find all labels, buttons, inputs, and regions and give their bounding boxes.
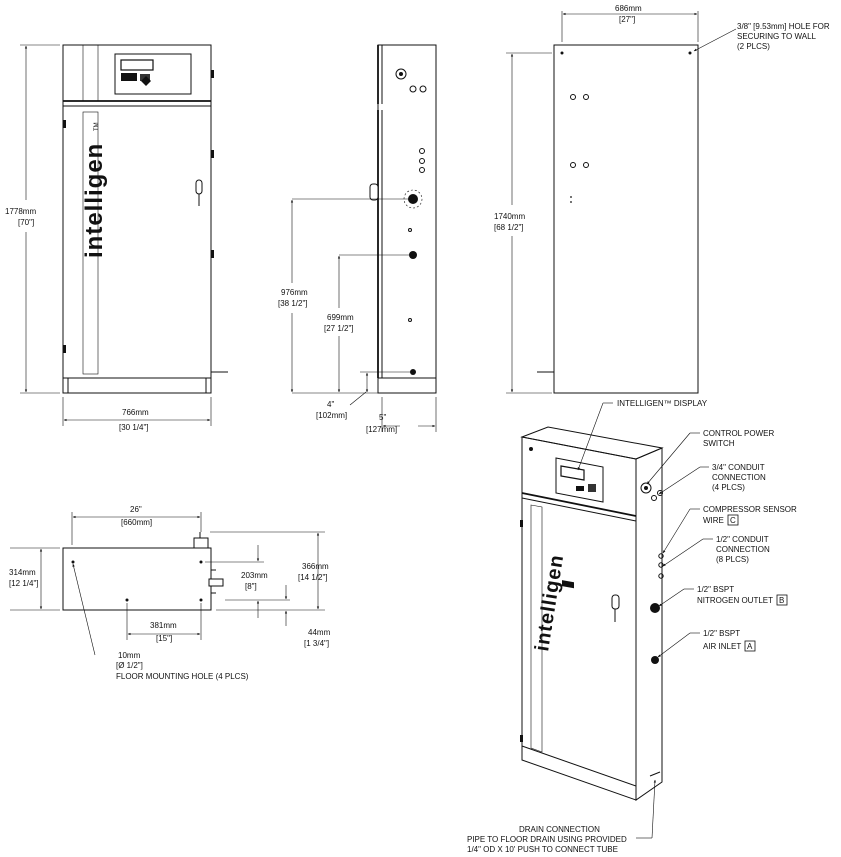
rear-note-line1: 3/8" [9.53mm] HOLE FOR	[737, 22, 830, 31]
front-view: intelligen TM 1778mm [70"] 766mm [30 1/4…	[5, 44, 228, 432]
iso-sensor-box	[727, 514, 739, 526]
top-fitting	[193, 537, 209, 549]
iso-conduit12-label-2: CONNECTION	[716, 545, 770, 554]
iso-drain-label-3: 1/4" OD X 10' PUSH TO CONNECT TUBE	[467, 845, 618, 854]
front-height-in: [70"]	[18, 218, 34, 227]
top-view: 26" [660mm] 314mm [12 1/4"] 366mm [14 1/…	[9, 505, 331, 681]
top-width-mm: [660mm]	[121, 518, 152, 527]
front-width-mm: 766mm	[122, 408, 149, 417]
iso-front-face	[521, 436, 637, 801]
top-edge-mm: 44mm	[308, 628, 331, 637]
side-power-switch	[395, 68, 407, 80]
iso-air-label-2: AIR INLET	[703, 642, 741, 651]
front-display-panel	[114, 53, 192, 95]
iso-drain-label-1: DRAIN CONNECTION	[519, 825, 600, 834]
side-air-inlet	[409, 251, 417, 259]
iso-display-panel	[555, 457, 604, 503]
side-dim4-mm: [127mm]	[366, 425, 397, 434]
top-depth2-mm: 366mm	[302, 562, 329, 571]
iso-conduit34-label-2: CONNECTION	[712, 473, 766, 482]
rear-width-mm: 686mm	[615, 4, 642, 13]
iso-air-inlet	[651, 656, 659, 664]
iso-n2-box	[776, 594, 788, 606]
top-offset-in: [8"]	[245, 582, 257, 591]
side-dim1-mm: 976mm	[281, 288, 308, 297]
iso-sensor-label-1: COMPRESSOR SENSOR	[703, 505, 797, 514]
iso-air-box	[744, 640, 756, 652]
isometric-view: intelligen INTELLIGEN™ DISPLAY CONTROL P…	[467, 399, 797, 854]
front-width-in: [30 1/4"]	[119, 423, 149, 432]
top-edge-in: [1 3/4"]	[304, 639, 329, 648]
side-dim2-mm: 699mm	[327, 313, 354, 322]
rear-note-line2: SECURING TO WALL	[737, 32, 817, 41]
rear-note-line3: (2 PLCS)	[737, 42, 770, 51]
side-nitrogen-outlet	[408, 194, 418, 204]
front-strip-top	[82, 44, 99, 102]
iso-n2-box-letter: B	[779, 596, 784, 605]
iso-conduit12-label-1: 1/2" CONDUIT	[716, 535, 769, 544]
front-display-screen	[120, 59, 154, 71]
rear-width-in: [27"]	[619, 15, 635, 24]
side-cabinet-outline	[377, 44, 437, 394]
iso-air-label-1: 1/2" BSPT	[703, 629, 740, 638]
rear-view: 686mm [27"] 3/8" [9.53mm] HOLE FOR SECUR…	[494, 4, 830, 394]
iso-brand-logo: intelligen	[531, 553, 568, 653]
iso-power-switch	[640, 482, 652, 494]
iso-conduit34-label-1: 3/4" CONDUIT	[712, 463, 765, 472]
iso-power-label-1: CONTROL POWER	[703, 429, 774, 438]
iso-display-label: INTELLIGEN™ DISPLAY	[617, 399, 708, 408]
side-dim3-in: 4"	[327, 400, 334, 409]
top-hole-note: FLOOR MOUNTING HOLE (4 PLCS)	[116, 672, 249, 681]
top-depth2-in: [14 1/2"]	[298, 573, 328, 582]
iso-conduit34-label-3: (4 PLCS)	[712, 483, 745, 492]
iso-drain-label-2: PIPE TO FLOOR DRAIN USING PROVIDED	[467, 835, 627, 844]
top-depth-mm: 314mm	[9, 568, 36, 577]
top-depth-in: [12 1/4"]	[9, 579, 39, 588]
iso-door-handle	[611, 594, 620, 610]
iso-n2-label-2: NITROGEN OUTLET	[697, 596, 773, 605]
side-dim2-in: [27 1/2"]	[324, 324, 354, 333]
iso-sensor-box-letter: C	[730, 516, 736, 525]
iso-sensor-label-2: WIRE	[703, 516, 724, 525]
top-cabinet-outline	[62, 547, 212, 611]
iso-n2-label-1: 1/2" BSPT	[697, 585, 734, 594]
top-width-in: 26"	[130, 505, 142, 514]
front-cabinet-outline	[62, 44, 212, 394]
rear-cabinet-outline	[553, 44, 699, 394]
iso-power-label-2: SWITCH	[703, 439, 735, 448]
front-strip	[82, 111, 99, 375]
front-door-handle	[195, 179, 203, 195]
side-dim1-in: [38 1/2"]	[278, 299, 308, 308]
top-hole-mm: 10mm	[118, 651, 141, 660]
front-tm-mark: TM	[94, 122, 100, 131]
top-spacing-mm: 381mm	[150, 621, 177, 630]
rear-height-in: [68 1/2"]	[494, 223, 524, 232]
front-brand-logo: intelligen	[81, 143, 108, 258]
iso-display-screen	[560, 465, 585, 481]
top-hole-in: [Ø 1/2"]	[116, 661, 143, 670]
top-spacing-in: [15"]	[156, 634, 172, 643]
iso-air-box-letter: A	[747, 642, 753, 651]
front-height-mm: 1778mm	[5, 207, 36, 216]
side-dim3-mm: [102mm]	[316, 411, 347, 420]
side-dim4-in: 5"	[379, 413, 386, 422]
iso-side-face	[635, 447, 663, 801]
side-view: 976mm [38 1/2"] 699mm [27 1/2"] 4" [102m…	[278, 44, 437, 434]
rear-height-mm: 1740mm	[494, 212, 525, 221]
iso-nitrogen-outlet	[650, 603, 660, 613]
iso-conduit12-label-3: (8 PLCS)	[716, 555, 749, 564]
top-offset-mm: 203mm	[241, 571, 268, 580]
